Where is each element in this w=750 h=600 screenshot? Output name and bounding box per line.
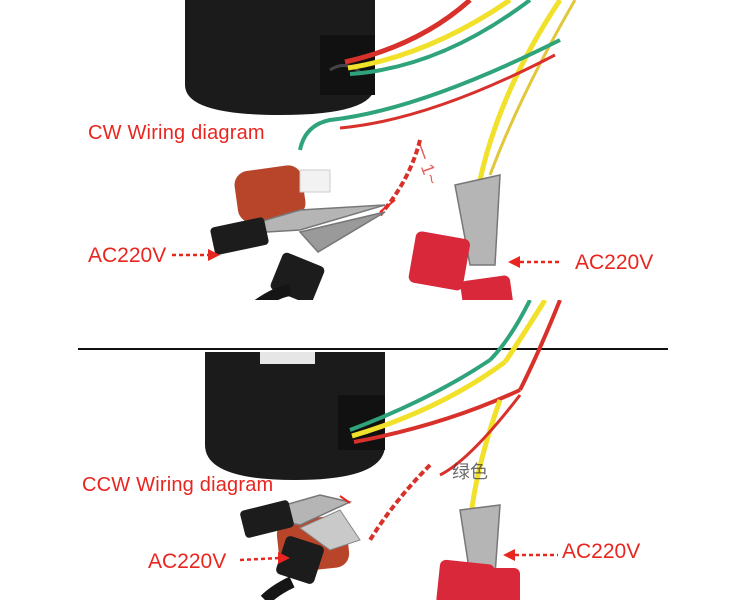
ccw-caption: CCW Wiring diagram <box>82 474 274 496</box>
left-clip-boot <box>210 217 269 255</box>
ccw-wiring-photo <box>205 300 562 600</box>
right-clip-boot <box>436 559 495 600</box>
cw-panel: CW Wiring diagram AC220V AC220V 一 1~ <box>88 0 654 300</box>
right-arrow <box>503 549 515 561</box>
left-clip-boot <box>240 500 294 538</box>
ccw-text-fragment: 绿色 <box>452 462 488 482</box>
capacitor <box>234 165 306 223</box>
right-clip-boot-2 <box>490 568 520 600</box>
cw-left-voltage-label: AC220V <box>88 244 167 267</box>
yellow-wire <box>347 0 512 71</box>
ccw-right-voltage-label: AC220V <box>562 540 641 563</box>
motor-label-strip <box>260 352 315 364</box>
red-wire <box>344 0 472 65</box>
ccw-left-voltage-label: AC220V <box>148 550 227 573</box>
connector <box>299 169 331 193</box>
cw-wiring-photo <box>172 0 577 300</box>
left-clip-boot-2 <box>276 536 324 584</box>
left-arrow <box>208 249 220 261</box>
right-clip-boot-2 <box>460 275 516 300</box>
yellow-wire <box>351 359 507 439</box>
green-wire <box>349 0 532 76</box>
cw-right-voltage-label: AC220V <box>575 251 654 274</box>
black-cable <box>260 576 295 600</box>
black-cable <box>254 284 292 300</box>
red-wire <box>353 388 521 444</box>
right-clip-boot <box>408 231 470 291</box>
right-arrow <box>508 256 520 268</box>
cw-caption: CW Wiring diagram <box>88 122 265 144</box>
ccw-panel: CCW Wiring diagram AC220V AC220V 绿色 <box>0 300 750 600</box>
panel-divider <box>78 348 668 350</box>
green-wire <box>349 358 492 432</box>
left-arrow <box>278 552 290 564</box>
